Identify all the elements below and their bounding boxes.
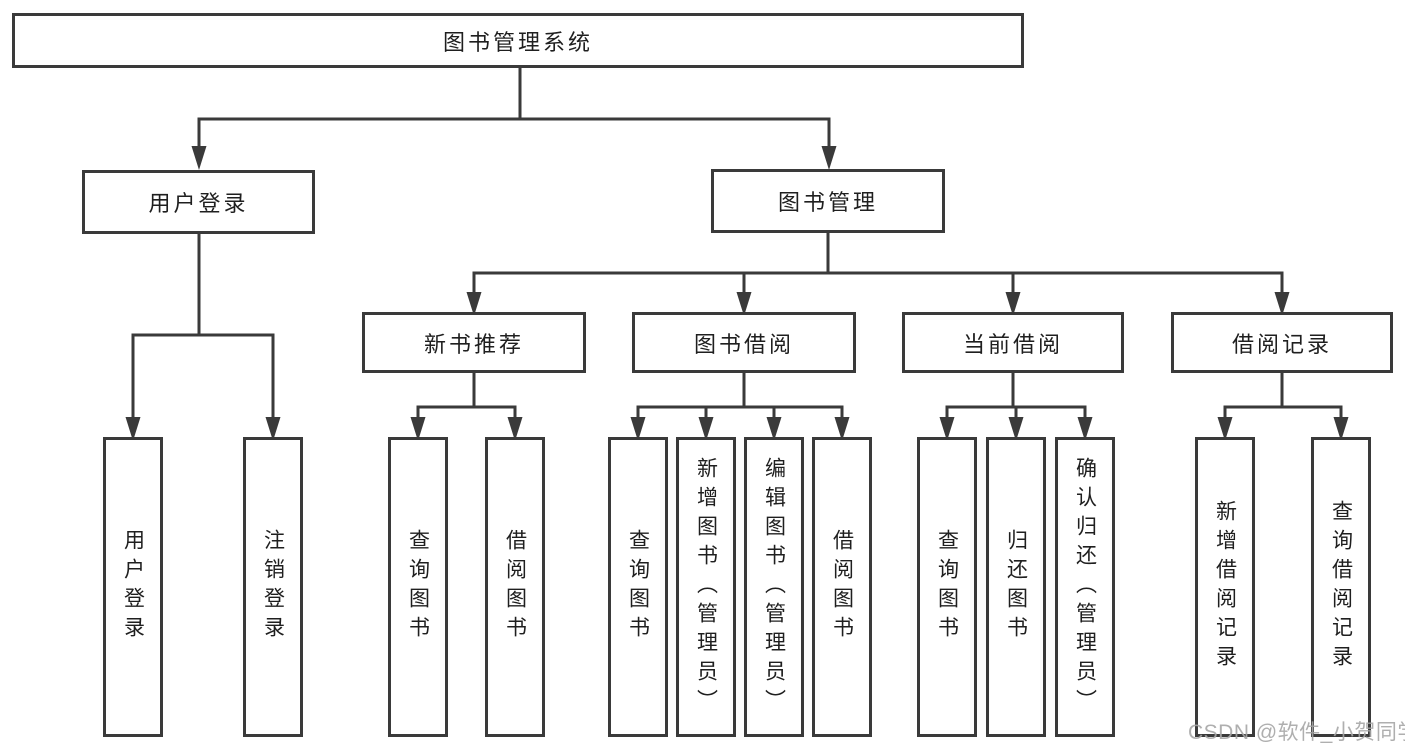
- node-label: 查询图书: [626, 529, 650, 645]
- node-label: 当前借阅: [962, 331, 1063, 357]
- node-label: 借阅记录: [1231, 331, 1332, 357]
- node-borrowing-records: 借阅记录: [1171, 312, 1393, 373]
- node-label: 新书推荐: [423, 331, 524, 357]
- leaf-query-books-borrowing: 查询图书: [608, 437, 668, 737]
- node-label: 用户登录: [148, 191, 249, 216]
- node-label: 图书管理: [777, 190, 878, 215]
- node-book-borrowing: 图书借阅: [632, 312, 856, 373]
- node-new-book-recommend: 新书推荐: [362, 312, 586, 373]
- node-label: 注销登录: [261, 529, 285, 645]
- node-label: 查询借阅记录: [1329, 500, 1353, 674]
- node-label: 确认归还（管理员）: [1073, 456, 1097, 718]
- leaf-query-books-current: 查询图书: [917, 437, 977, 737]
- leaf-return-book: 归还图书: [986, 437, 1046, 737]
- node-label: 借阅图书: [503, 529, 527, 645]
- node-label: 查询图书: [406, 529, 430, 645]
- leaf-edit-book-admin: 编辑图书（管理员）: [744, 437, 804, 737]
- leaf-borrow-books-borrowing: 借阅图书: [812, 437, 872, 737]
- node-label: 归还图书: [1004, 529, 1028, 645]
- leaf-add-borrow-record: 新增借阅记录: [1195, 437, 1255, 737]
- node-label: 图书借阅: [693, 331, 794, 357]
- node-label: 图书管理系统: [442, 29, 593, 55]
- leaf-logout: 注销登录: [243, 437, 303, 737]
- arrowhead: [821, 146, 837, 170]
- leaf-confirm-return-admin: 确认归还（管理员）: [1055, 437, 1115, 737]
- leaf-add-book-admin: 新增图书（管理员）: [676, 437, 736, 737]
- leaf-query-books-recommend: 查询图书: [388, 437, 448, 737]
- csdn-watermark: CSDN @软件_小贺同学: [1188, 721, 1405, 744]
- node-label: 用户登录: [121, 529, 145, 645]
- node-label: 借阅图书: [830, 529, 854, 645]
- node-current-borrowing: 当前借阅: [902, 312, 1124, 373]
- node-label: 编辑图书（管理员）: [762, 456, 786, 718]
- node-user-login: 用户登录: [82, 170, 315, 234]
- leaf-query-borrow-record: 查询借阅记录: [1311, 437, 1371, 737]
- node-label: 新增图书（管理员）: [694, 456, 718, 718]
- node-book-management: 图书管理: [711, 169, 945, 233]
- leaf-user-login: 用户登录: [103, 437, 163, 737]
- node-label: 新增借阅记录: [1213, 500, 1237, 674]
- node-root-system: 图书管理系统: [12, 13, 1024, 68]
- node-label: 查询图书: [935, 529, 959, 645]
- leaf-borrow-books-recommend: 借阅图书: [485, 437, 545, 737]
- arrowhead: [191, 146, 207, 170]
